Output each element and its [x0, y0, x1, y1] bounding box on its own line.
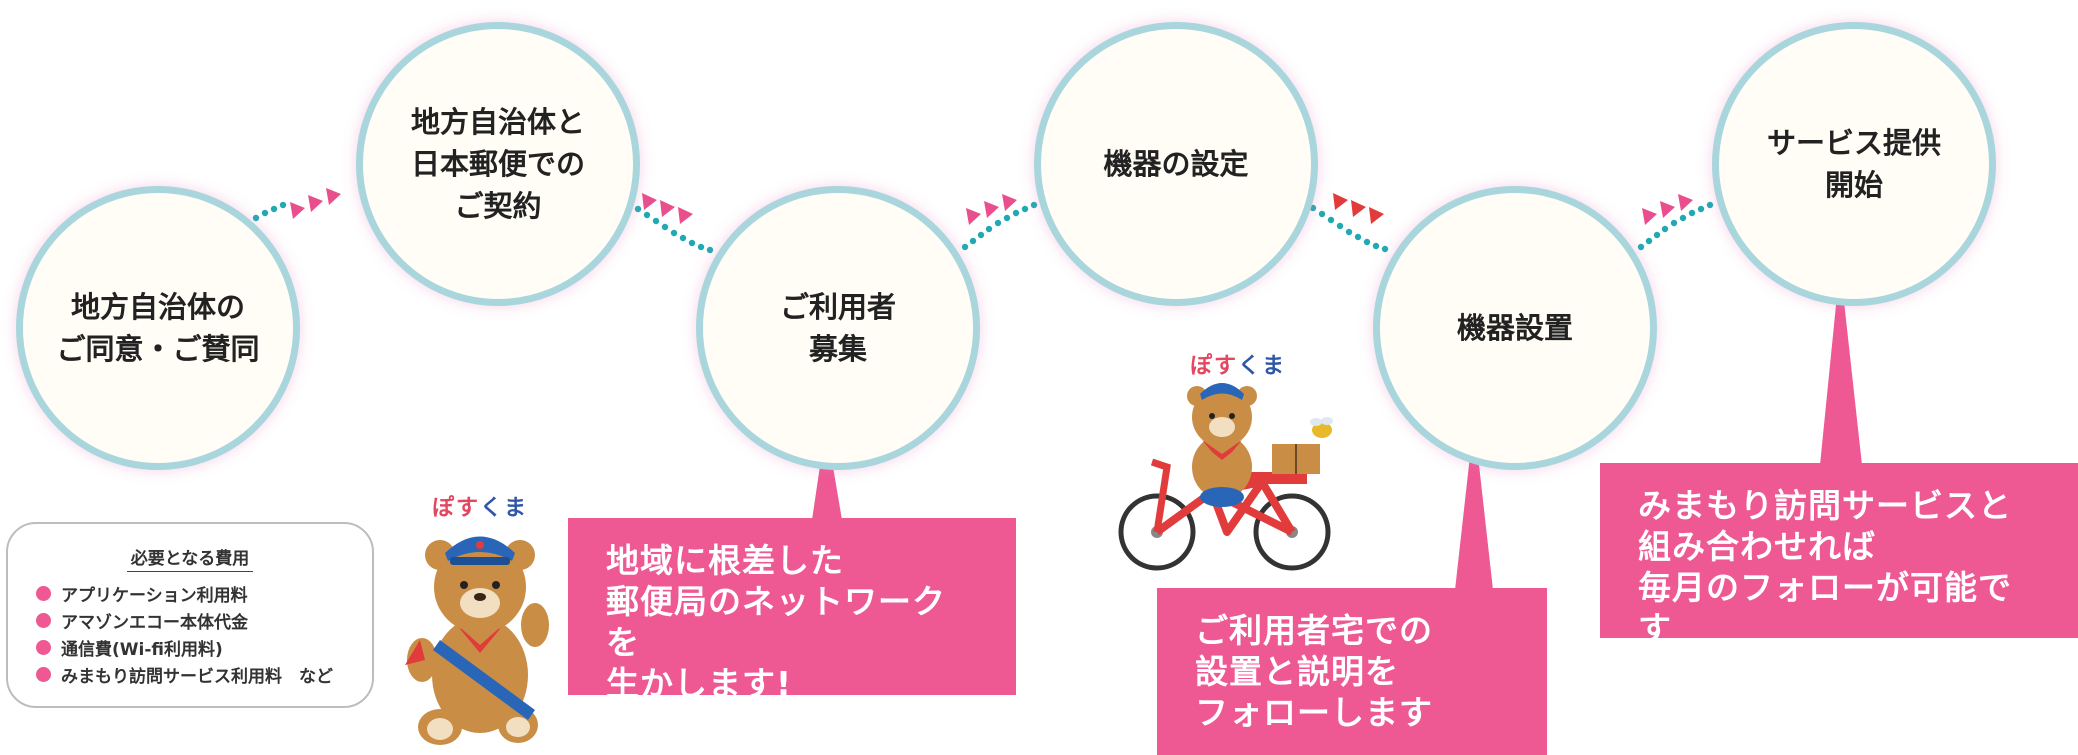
callout-network: 地域に根差した 郵便局のネットワークを 生かします!: [568, 518, 1016, 703]
step-label-3: ご利用者 募集: [779, 290, 896, 366]
bear-bicycle-icon: [1118, 383, 1333, 571]
pointer-service: [1820, 265, 1862, 465]
mascot-label-2: ぽすくま: [1190, 354, 1287, 379]
arrow-1-2: [290, 188, 341, 219]
step-circle-5: 機器設置: [1373, 186, 1657, 470]
step-circle-6: サービス提供 開始: [1712, 22, 1996, 306]
arrow-4-5: [1333, 193, 1384, 224]
cost-item: アマゾンエコー本体代金: [36, 607, 333, 634]
bear-mascot-icon: [405, 536, 549, 745]
pointer-network: [812, 425, 842, 520]
arrow-5-6: [1642, 194, 1693, 225]
bullet-icon: [36, 640, 51, 655]
step-circle-3: ご利用者 募集: [696, 186, 980, 470]
bullet-icon: [36, 586, 51, 601]
connector-3-4: [961, 201, 1038, 251]
bullet-icon: [36, 613, 51, 628]
callout-service: みまもり訪問サービスと 組み合わせれば 毎月のフォローが可能です: [1600, 463, 2078, 648]
cost-item: みまもり訪問サービス利用料 など: [36, 661, 333, 688]
connector-2-3: [634, 205, 714, 254]
step-circle-4: 機器の設定: [1034, 22, 1318, 306]
step-label-6: サービス提供 開始: [1766, 126, 1941, 202]
cost-item: 通信費(Wi-fi利用料): [36, 634, 333, 661]
pointer-install: [1455, 420, 1493, 590]
cost-item: アプリケーション利用料: [36, 580, 333, 607]
connector-5-6: [1637, 201, 1714, 251]
arrow-3-4: [966, 194, 1017, 225]
step-label-2: 地方自治体と 日本郵便での ご契約: [410, 105, 585, 223]
step-circle-1: 地方自治体の ご同意・ご賛同: [16, 186, 300, 470]
connector-4-5: [1309, 204, 1389, 253]
cost-title: 必要となる費用: [126, 549, 254, 572]
callout-install: ご利用者宅での 設置と説明を フォローします: [1157, 588, 1547, 755]
step-circle-2: 地方自治体と 日本郵便での ご契約: [356, 22, 640, 306]
callout-pointers: [812, 265, 1862, 590]
arrowheads: [290, 188, 1693, 225]
step-label-5: 機器設置: [1456, 311, 1573, 345]
arrow-2-3: [642, 193, 693, 224]
step-label-1: 地方自治体の ご同意・ご賛同: [56, 290, 260, 366]
cost-box: 必要となる費用 アプリケーション利用料 アマゾンエコー本体代金 通信費(Wi-f…: [6, 522, 374, 708]
cost-list: アプリケーション利用料 アマゾンエコー本体代金 通信費(Wi-fi利用料) みま…: [36, 580, 333, 688]
mascot-label-1: ぽすくま: [432, 496, 529, 521]
bullet-icon: [36, 667, 51, 682]
step-label-4: 機器の設定: [1103, 147, 1249, 181]
